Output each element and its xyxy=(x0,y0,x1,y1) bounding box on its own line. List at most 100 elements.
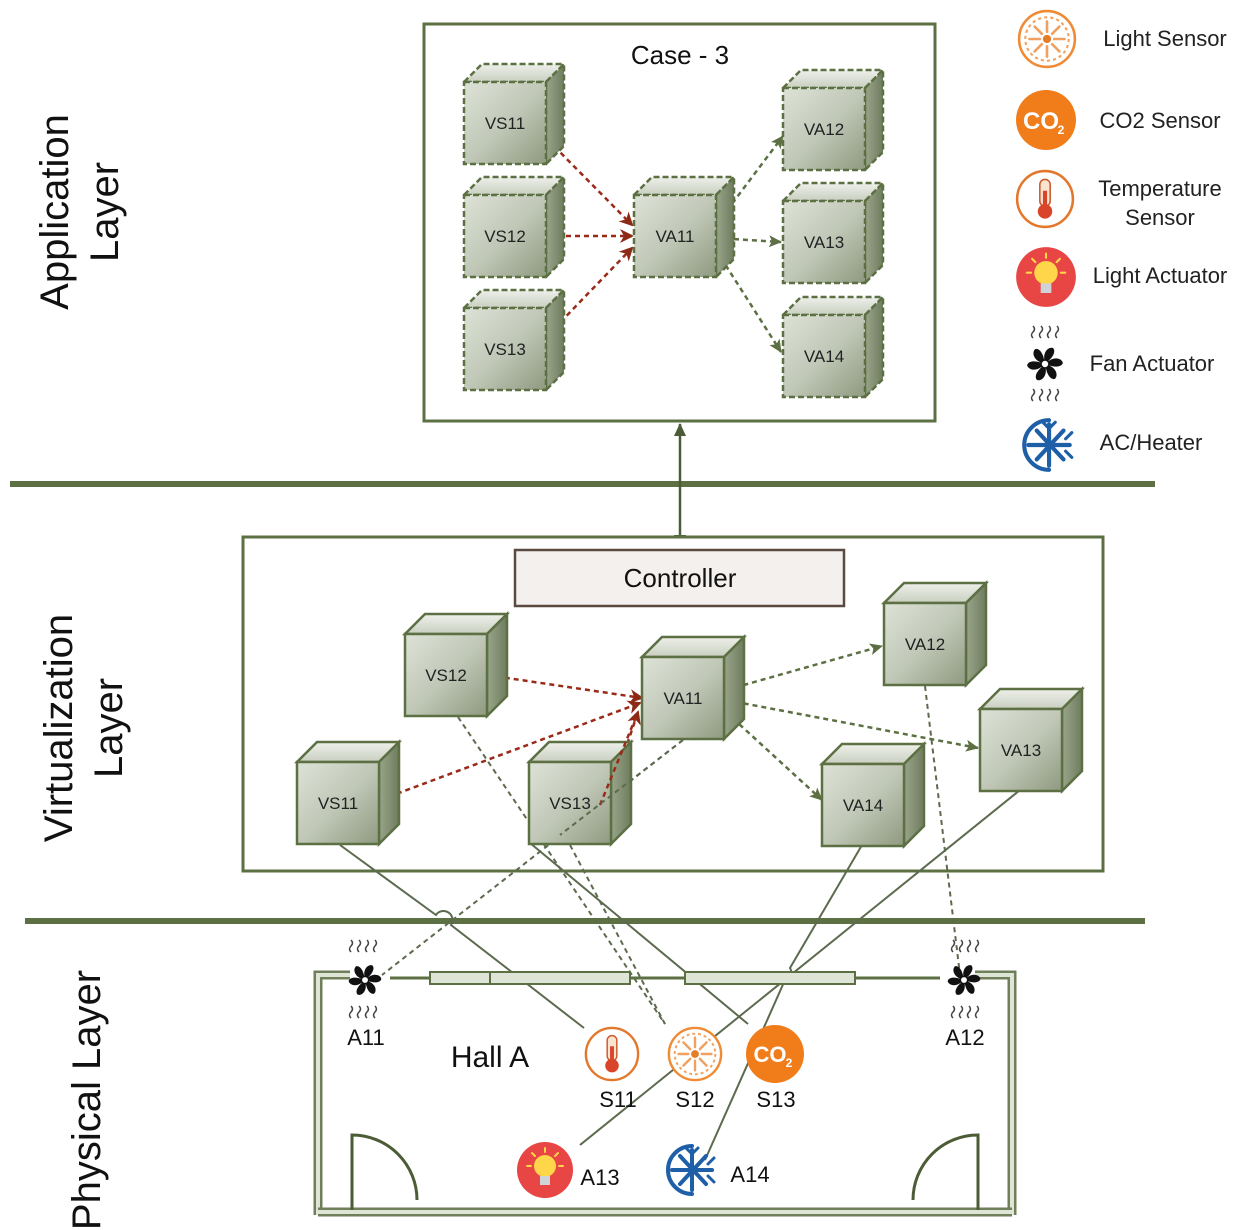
link-vs13-s12-dashed xyxy=(569,844,666,1025)
app-cube-vs13: VS13 xyxy=(460,286,568,394)
app-cube-vs12: VS12 xyxy=(460,173,568,281)
node-s12-label: S12 xyxy=(675,1087,714,1112)
light-sensor-icon xyxy=(1017,9,1077,69)
bulb-icon xyxy=(516,1141,574,1199)
legend-fan-actuator: Fan Actuator xyxy=(1025,324,1215,402)
app-cube-va11-label: VA11 xyxy=(655,227,694,246)
thermometer-icon xyxy=(1015,169,1075,229)
virt-cube-vs13-label: VS13 xyxy=(549,794,591,813)
virt-cube-va11-label: VA11 xyxy=(663,689,702,708)
virt-link-vs13-va11-overlay xyxy=(598,711,640,806)
node-a12-label: A12 xyxy=(945,1025,984,1050)
application-layer-label-line1: Application xyxy=(33,114,77,310)
legend: Light Sensor CO 2 CO2 Sensor Temperature… xyxy=(1015,9,1228,470)
node-a11-label: A11 xyxy=(347,1025,385,1050)
app-cube-va13: VA13 xyxy=(779,179,887,287)
legend-light-actuator-label: Light Actuator xyxy=(1093,263,1228,288)
controller-label: Controller xyxy=(624,563,737,593)
heat-waves-icon xyxy=(1030,388,1060,402)
virt-link-va11-va12 xyxy=(725,643,883,692)
link-va12-a12-dashed xyxy=(924,685,961,976)
virt-cube-va14: VA14 xyxy=(818,740,928,850)
heat-waves-icon xyxy=(348,938,378,954)
legend-fan-actuator-label: Fan Actuator xyxy=(1090,351,1215,376)
virt-cube-vs12-label: VS12 xyxy=(425,666,467,685)
fan-icon xyxy=(1025,346,1065,382)
virt-cube-va14-label: VA14 xyxy=(843,796,883,815)
physical-layer-label: Physical Layer xyxy=(65,970,109,1230)
virt-link-va11-va13 xyxy=(725,698,979,752)
application-layer-label: Application Layer xyxy=(33,114,127,310)
case-title: Case - 3 xyxy=(631,40,729,70)
light-sensor-icon xyxy=(667,1026,723,1082)
legend-light-sensor-label: Light Sensor xyxy=(1103,26,1227,51)
hall-label: Hall A xyxy=(451,1041,529,1074)
app-cube-vs13-label: VS13 xyxy=(484,340,526,359)
node-a13: A13 xyxy=(516,1141,620,1199)
fan-icon xyxy=(347,964,383,996)
link-va13-a13 xyxy=(579,789,1021,1146)
virt-link-vs11-va11 xyxy=(379,700,642,802)
legend-light-actuator: Light Actuator xyxy=(1015,246,1228,308)
node-a14: A14 xyxy=(666,1144,770,1196)
app-cube-vs11: VS11 xyxy=(460,60,568,168)
virtualization-layer-label-line1: Virtualization xyxy=(37,614,81,842)
link-va11-a11-overlay xyxy=(559,739,684,836)
app-cube-va13-label: VA13 xyxy=(804,233,844,252)
heat-waves-icon xyxy=(348,1005,378,1019)
link-va14-a14 xyxy=(704,844,863,1161)
virtualization-layer-label: Virtualization Layer xyxy=(37,614,131,842)
virt-link-va11-va14 xyxy=(725,711,823,801)
app-cube-va12-label: VA12 xyxy=(804,120,844,139)
app-cube-vs12-label: VS12 xyxy=(484,227,526,246)
virt-cube-va13-label: VA13 xyxy=(1001,741,1041,760)
co2-icon: CO 2 xyxy=(746,1025,804,1083)
node-a13-label: A13 xyxy=(580,1165,619,1190)
hall-walls xyxy=(313,970,1017,1217)
legend-light-sensor: Light Sensor xyxy=(1017,9,1227,69)
co2-text: CO xyxy=(754,1042,787,1067)
app-cube-vs11-label: VS11 xyxy=(485,114,525,133)
link-vs11-s11 xyxy=(339,844,585,1029)
fan-icon xyxy=(946,964,982,996)
heat-waves-icon xyxy=(950,1005,980,1019)
virt-cube-va13: VA13 xyxy=(976,685,1086,795)
co2-subscript: 2 xyxy=(1058,123,1065,137)
legend-temperature-sensor: Temperature Sensor xyxy=(1015,169,1222,230)
node-s11: S11 xyxy=(584,1026,640,1112)
legend-temperature-sensor-line2: Sensor xyxy=(1125,205,1195,230)
node-s13-label: S13 xyxy=(756,1087,795,1112)
legend-ac-heater: AC/Heater xyxy=(1024,420,1202,470)
virt-cube-va12: VA12 xyxy=(880,579,990,689)
co2-subscript: 2 xyxy=(786,1056,793,1070)
virt-cube-vs12: VS12 xyxy=(401,610,511,720)
co2-icon: CO 2 xyxy=(1016,90,1076,150)
bulb-icon xyxy=(1015,246,1077,308)
app-cube-va12: VA12 xyxy=(779,66,887,174)
legend-temperature-sensor-line1: Temperature xyxy=(1098,176,1222,201)
app-cube-va11: VA11 xyxy=(630,173,738,281)
link-vs13-s13 xyxy=(529,842,749,1025)
virtualization-layer-label-line2: Layer xyxy=(87,678,131,778)
virt-cube-va11: VA11 xyxy=(638,633,748,743)
application-layer-label-line2: Layer xyxy=(83,162,127,262)
virt-cube-vs11: VS11 xyxy=(293,738,403,848)
snowflake-sun-icon xyxy=(1024,420,1072,470)
virt-link-vs12-va11 xyxy=(486,673,644,704)
legend-ac-heater-label: AC/Heater xyxy=(1100,430,1203,455)
node-a12: A12 xyxy=(945,938,985,1050)
app-link-vs11-va11 xyxy=(547,139,634,227)
legend-co2-sensor: CO 2 CO2 Sensor xyxy=(1016,90,1221,150)
app-cube-va14-label: VA14 xyxy=(804,347,844,366)
virt-cube-va12-label: VA12 xyxy=(905,635,945,654)
co2-text: CO xyxy=(1023,108,1059,135)
controller-box xyxy=(513,548,846,608)
node-s12: S12 xyxy=(667,1026,723,1112)
node-a11: A11 xyxy=(347,938,385,1050)
heat-waves-icon xyxy=(1030,324,1060,340)
node-s11-label: S11 xyxy=(599,1087,637,1112)
legend-co2-sensor-label: CO2 Sensor xyxy=(1099,108,1220,133)
app-cube-va14: VA14 xyxy=(779,293,887,401)
virt-cube-vs11-label: VS11 xyxy=(318,794,358,813)
node-s13: CO 2 S13 xyxy=(746,1025,804,1112)
